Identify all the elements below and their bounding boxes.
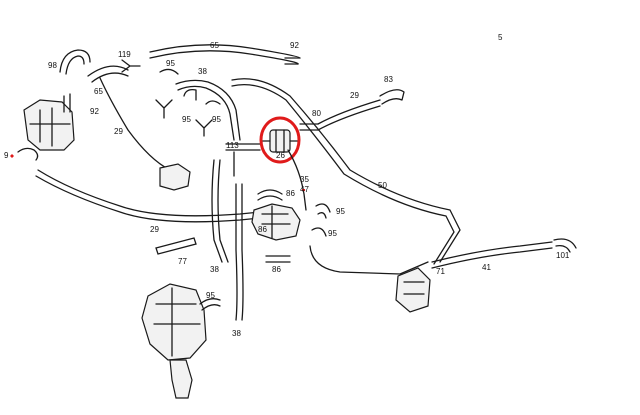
hose-29-left bbox=[99, 77, 171, 171]
label-38b: 38 bbox=[210, 265, 219, 274]
label-95a: 95 bbox=[166, 59, 175, 68]
label-47: 47 bbox=[300, 185, 309, 194]
label-86b: 86 bbox=[258, 225, 267, 234]
canister-left bbox=[159, 163, 191, 191]
label-26: 26 bbox=[276, 151, 285, 160]
label-86a: 86 bbox=[286, 189, 295, 198]
hose-95-d bbox=[315, 203, 331, 219]
red-mark-9 bbox=[10, 154, 14, 158]
connector-119 bbox=[121, 59, 141, 73]
hose-92-top bbox=[284, 57, 301, 65]
hose-9 bbox=[17, 147, 39, 161]
hose-38-top-outline bbox=[177, 85, 235, 141]
vacuum-unit-left bbox=[23, 93, 75, 151]
hose-41 bbox=[431, 241, 553, 269]
hose-83 bbox=[379, 89, 405, 105]
hose-101 bbox=[553, 238, 577, 253]
label-29a: 29 bbox=[114, 127, 123, 136]
label-29b: 29 bbox=[350, 91, 359, 100]
label-77: 77 bbox=[178, 257, 187, 266]
hose-113 bbox=[225, 143, 261, 151]
hose-29-right bbox=[317, 99, 381, 131]
hose-65-top bbox=[149, 44, 301, 59]
label-113: 113 bbox=[226, 141, 239, 150]
y-fitting-lower bbox=[195, 119, 213, 137]
hose-38-top bbox=[175, 79, 241, 141]
label-95d: 95 bbox=[336, 207, 345, 216]
hose-95-c bbox=[205, 100, 221, 105]
hose-29-long-outline bbox=[35, 175, 261, 223]
vacuum-pump-86 bbox=[251, 203, 301, 241]
label-38c: 38 bbox=[232, 329, 241, 338]
red-mark-47 bbox=[302, 189, 305, 191]
hose-38-lower bbox=[235, 183, 244, 321]
hose-86-lower bbox=[265, 255, 291, 263]
label-9: 9 bbox=[4, 151, 9, 160]
label-71: 71 bbox=[436, 267, 445, 276]
label-83: 83 bbox=[384, 75, 393, 84]
label-95b: 95 bbox=[182, 115, 191, 124]
hose-95-a bbox=[159, 68, 179, 75]
hose-95-f bbox=[199, 298, 221, 311]
hose-65-left bbox=[87, 65, 129, 83]
label-86c: 86 bbox=[272, 265, 281, 274]
hose-65-top-outline bbox=[149, 50, 299, 65]
hose-80 bbox=[299, 123, 319, 131]
label-95e: 95 bbox=[328, 229, 337, 238]
label-119: 119 bbox=[118, 50, 131, 59]
hose-71 bbox=[309, 245, 429, 275]
label-29c: 29 bbox=[150, 225, 159, 234]
label-101: 101 bbox=[556, 251, 570, 260]
distributor-unit bbox=[141, 283, 207, 399]
label-41: 41 bbox=[482, 263, 491, 272]
y-fitting-upper bbox=[155, 99, 173, 119]
label-65a: 65 bbox=[210, 41, 219, 50]
highlight-ring-26 bbox=[259, 116, 301, 164]
vacuum-element-right bbox=[395, 267, 431, 313]
label-50: 50 bbox=[378, 181, 387, 190]
label-95c: 95 bbox=[212, 115, 221, 124]
label-65b: 65 bbox=[94, 87, 103, 96]
hose-29-long bbox=[37, 169, 261, 217]
label-38a: 38 bbox=[198, 67, 207, 76]
hose-95-b bbox=[183, 88, 197, 101]
label-98: 98 bbox=[48, 61, 57, 70]
hose-86-upper bbox=[257, 189, 283, 201]
hose-77 bbox=[155, 237, 197, 255]
label-35: 35 bbox=[300, 175, 309, 184]
hose-38-vertical bbox=[211, 159, 229, 263]
valve-26 bbox=[261, 129, 299, 153]
hose-95-e bbox=[311, 227, 327, 237]
hose-98-outline bbox=[65, 55, 85, 75]
label-92a: 92 bbox=[290, 41, 299, 50]
hose-50 bbox=[231, 78, 461, 263]
hose-50-outline bbox=[231, 83, 455, 265]
hose-35 bbox=[287, 149, 307, 211]
label-5: 5 bbox=[498, 33, 503, 42]
label-92b: 92 bbox=[90, 107, 99, 116]
hose-98 bbox=[59, 49, 91, 73]
label-80: 80 bbox=[312, 109, 321, 118]
label-95f: 95 bbox=[206, 291, 215, 300]
